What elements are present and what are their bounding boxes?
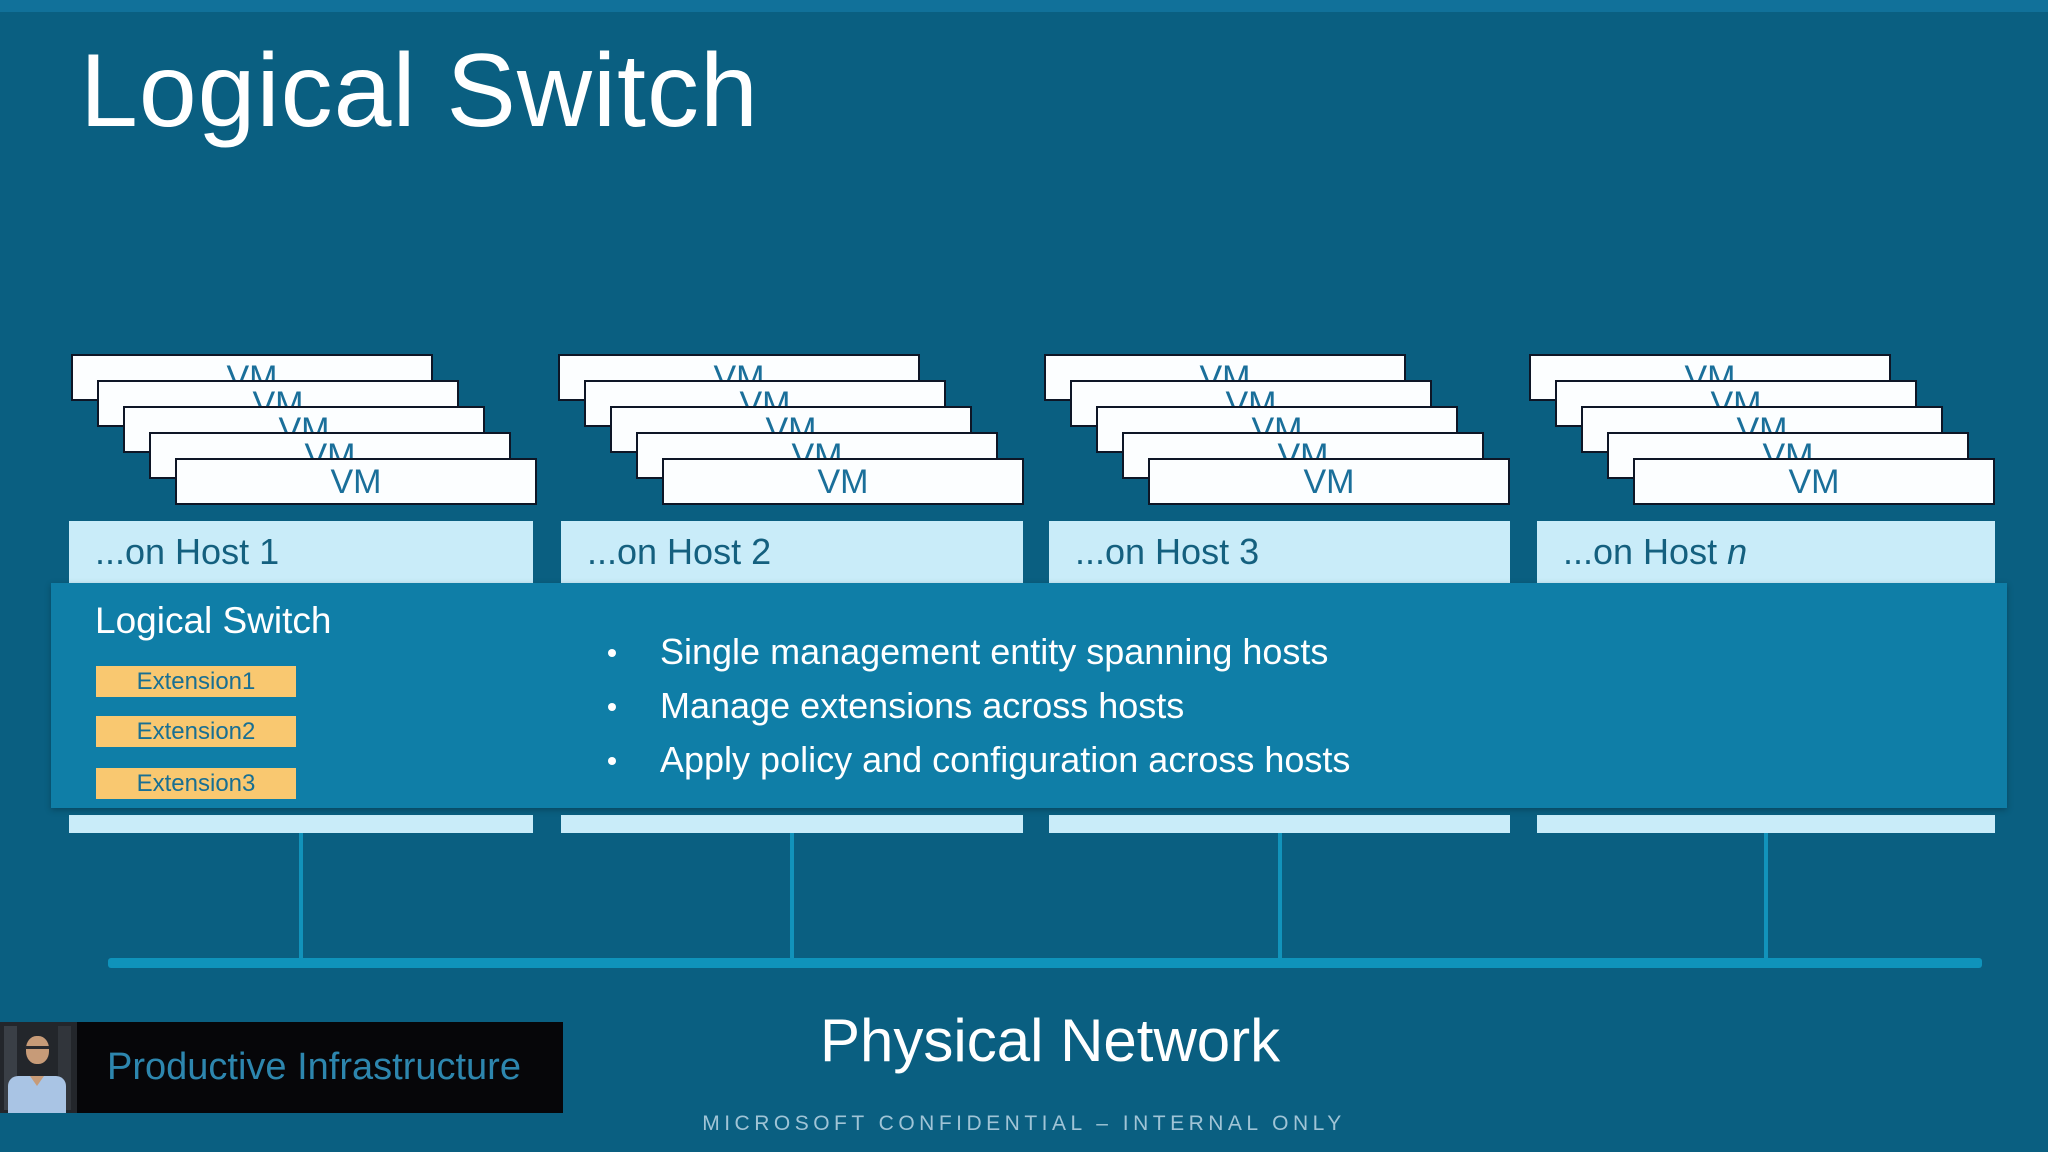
host-label: ...on Host 1 bbox=[95, 521, 533, 583]
bullet-dot-icon bbox=[608, 649, 616, 657]
uplink-connector-line bbox=[1277, 833, 1282, 958]
host-bar-2: ...on Host 2 bbox=[561, 521, 1023, 583]
presenter-banner-text: Productive Infrastructure bbox=[107, 1046, 521, 1088]
physical-network-label: Physical Network bbox=[820, 1007, 1281, 1074]
feature-bullet-list: Single management entity spanning hosts … bbox=[600, 625, 1350, 787]
host-label: ...on Host n bbox=[1563, 521, 1995, 583]
vm-card: VM bbox=[662, 458, 1024, 505]
host-label-text: ...on Host 2 bbox=[587, 531, 772, 572]
host-box-bottom bbox=[561, 815, 1023, 833]
presenter-face bbox=[26, 1036, 49, 1064]
bullet-item: Single management entity spanning hosts bbox=[600, 625, 1350, 679]
vm-stack: VM VM VM VM VM bbox=[1529, 354, 1995, 514]
host-label: ...on Host 2 bbox=[587, 521, 1023, 583]
slide-title: Logical Switch bbox=[80, 33, 759, 149]
bullet-text: Single management entity spanning hosts bbox=[660, 631, 1329, 672]
vm-card: VM bbox=[1148, 458, 1510, 505]
bullet-item: Manage extensions across hosts bbox=[600, 679, 1350, 733]
extension-box-3: Extension3 bbox=[96, 768, 296, 799]
logical-switch-title: Logical Switch bbox=[95, 600, 332, 641]
top-accent-band bbox=[0, 0, 2048, 12]
vm-card: VM bbox=[175, 458, 537, 505]
vm-stack: VM VM VM VM VM bbox=[69, 354, 537, 514]
bullet-dot-icon bbox=[608, 703, 616, 711]
host-column-2: VM VM VM VM VM ...on Host 2 bbox=[558, 0, 1024, 1152]
bullet-text: Apply policy and configuration across ho… bbox=[660, 739, 1351, 780]
host-column-n: VM VM VM VM VM ...on Host n bbox=[1529, 0, 1995, 1152]
extension-box-2: Extension2 bbox=[96, 716, 296, 747]
host-label: ...on Host 3 bbox=[1075, 521, 1510, 583]
physical-network-line bbox=[108, 958, 1982, 968]
confidential-footer: MICROSOFT CONFIDENTIAL – INTERNAL ONLY bbox=[702, 1112, 1346, 1135]
host-box-bottom bbox=[69, 815, 533, 833]
presenter-collar bbox=[30, 1076, 44, 1086]
bullet-dot-icon bbox=[608, 757, 616, 765]
host-box-bottom bbox=[1049, 815, 1510, 833]
host-label-text: ...on Host bbox=[1563, 531, 1728, 572]
vm-card: VM bbox=[1633, 458, 1995, 505]
bullet-text: Manage extensions across hosts bbox=[660, 685, 1185, 726]
host-label-text: ...on Host 1 bbox=[95, 531, 280, 572]
host-label-em: n bbox=[1727, 531, 1748, 572]
vm-stack: VM VM VM VM VM bbox=[558, 354, 1024, 514]
host-column-3: VM VM VM VM VM ...on Host 3 bbox=[1044, 0, 1510, 1152]
presenter-glasses bbox=[25, 1046, 49, 1054]
logical-switch-overlay: Logical Switch Extension1 Extension2 Ext… bbox=[51, 583, 2007, 808]
host-label-text: ...on Host 3 bbox=[1075, 531, 1260, 572]
uplink-connector-line bbox=[299, 833, 303, 958]
host-box-bottom bbox=[1537, 815, 1995, 833]
bullet-item: Apply policy and configuration across ho… bbox=[600, 733, 1350, 787]
extension-box-1: Extension1 bbox=[96, 666, 296, 697]
host-bar-3: ...on Host 3 bbox=[1049, 521, 1510, 583]
host-column-1: VM VM VM VM VM ...on Host 1 bbox=[69, 0, 537, 1152]
webcam-video bbox=[0, 1022, 77, 1113]
vm-stack: VM VM VM VM VM bbox=[1044, 354, 1510, 514]
uplink-connector-line bbox=[790, 833, 794, 958]
host-bar-n: ...on Host n bbox=[1537, 521, 1995, 583]
presenter-banner: Productive Infrastructure bbox=[77, 1022, 563, 1113]
host-bar-1: ...on Host 1 bbox=[69, 521, 533, 583]
uplink-connector-line bbox=[1764, 833, 1768, 958]
